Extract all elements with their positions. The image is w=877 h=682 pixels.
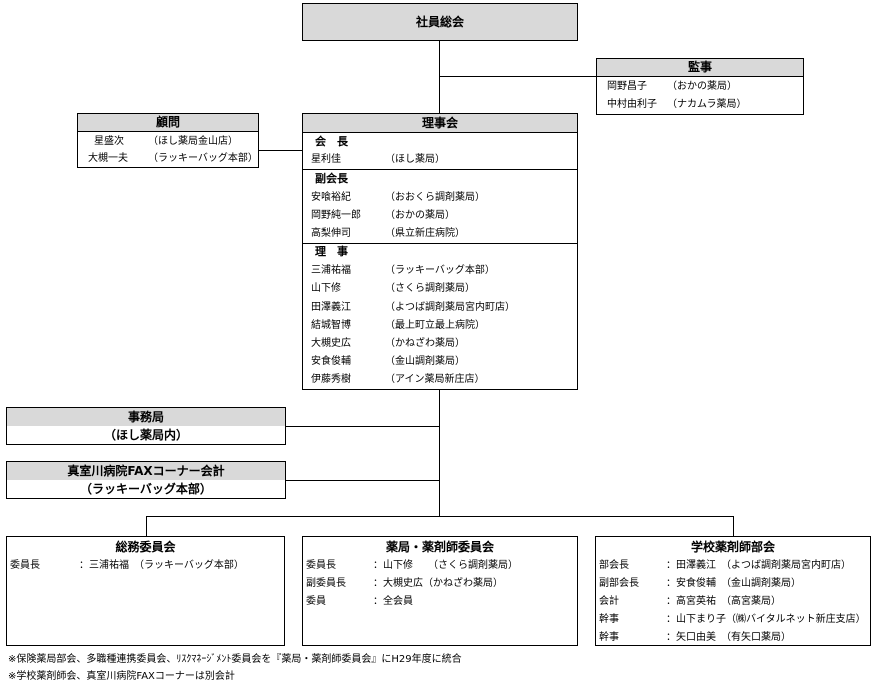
committee-role: 会計 [599, 596, 619, 607]
vice-president-name: 安喰裕紀 [311, 192, 351, 203]
committee-member: ：山下まり子（㈱バイタルネット新庄支店） [666, 614, 866, 625]
fax-accounting-title: 真室川病院FAXコーナー会計 [7, 462, 285, 480]
vice-president-name: 高梨伸司 [311, 228, 351, 239]
board-divider [303, 243, 577, 244]
committee-member: ：矢口由美 （有矢口薬局） [666, 632, 791, 643]
president-name: 星利佳 [311, 154, 341, 165]
general-assembly-box: 社員総会 [302, 3, 578, 41]
vice-president-org: （県立新庄病院） [385, 228, 465, 239]
connector-advisor-horizontal [258, 150, 302, 151]
footnote: ※保険薬局部会、多職種連携委員会、ﾘｽｸﾏﾈｰｼﾞﾒﾝﾄ委員会を『薬局・薬剤師委… [8, 654, 462, 665]
president-heading: 会 長 [315, 135, 348, 148]
committee-school-pharmacists: 学校薬剤師部会 部会長 ：田澤義江 （よつば調剤薬局宮内町店） 副部会長 ：安食… [595, 536, 871, 646]
director-name: 田澤義江 [311, 302, 351, 313]
committee-member: ：大槻史広（かねざわ薬局） [373, 578, 503, 589]
committee-general-affairs: 総務委員会 委員長 ：三浦祐福 （ラッキーバッグ本部） [6, 536, 285, 646]
committee-member: ：田澤義江 （よつば調剤薬局宮内町店） [666, 560, 851, 571]
connector-committees-horizontal [146, 516, 734, 517]
fax-accounting-subtitle: （ラッキーバッグ本部） [80, 482, 212, 496]
director-org: （かねざわ薬局） [385, 338, 465, 349]
committee-role: 委員長 [306, 560, 336, 571]
committee-role: 委員 [306, 596, 326, 607]
vice-president-org: （おかの薬局） [385, 210, 455, 221]
auditors-title: 監事 [597, 59, 803, 77]
director-name: 結城智博 [311, 320, 351, 331]
auditors-box: 監事 岡野昌子 （おかの薬局） 中村由利子 （ナカムラ薬局） [596, 58, 804, 115]
director-name: 伊藤秀樹 [311, 374, 351, 385]
auditor-org: （おかの薬局） [667, 81, 737, 92]
committee-title: 薬局・薬剤師委員会 [385, 540, 494, 554]
auditor-name: 中村由利子 [607, 99, 657, 110]
director-org: （さくら調剤薬局） [385, 283, 475, 294]
committee-title: 総務委員会 [115, 540, 176, 554]
secretariat-subtitle: （ほし薬局内） [103, 428, 188, 442]
director-name: 大槻史広 [311, 338, 351, 349]
advisor-name: 星盛次 [94, 136, 124, 147]
board-title: 理事会 [303, 114, 577, 133]
connector-committee-3 [733, 516, 734, 536]
connector-assembly-board [439, 41, 440, 114]
committee-role: 部会長 [599, 560, 629, 571]
director-org: （ラッキーバッグ本部） [385, 265, 495, 276]
committee-member: ：全会員 [373, 596, 413, 607]
committee-role: 委員長 [10, 560, 40, 571]
secretariat-box: 事務局 （ほし薬局内） [6, 407, 286, 445]
director-org: （アイン薬局新庄店） [385, 374, 485, 385]
director-name: 安食俊輔 [311, 356, 351, 367]
advisor-org: （ほし薬局金山店） [148, 136, 238, 147]
connector-board-down [439, 389, 440, 516]
committee-title: 学校薬剤師部会 [690, 540, 775, 554]
committee-member: ：高宮英祐 （高宮薬局） [666, 596, 781, 607]
committee-member: ：安食俊輔 （金山調剤薬局） [666, 578, 801, 589]
vice-president-heading: 副会長 [315, 172, 348, 185]
auditor-name: 岡野昌子 [607, 81, 647, 92]
auditor-org: （ナカムラ薬局） [667, 99, 747, 110]
connector-auditor-horizontal [439, 76, 596, 77]
fax-accounting-box: 真室川病院FAXコーナー会計 （ラッキーバッグ本部） [6, 461, 286, 499]
committee-role: 幹事 [599, 614, 619, 625]
committee-role: 幹事 [599, 632, 619, 643]
vice-president-org: （おおくら調剤薬局） [385, 192, 485, 203]
advisors-box: 顧問 星盛次 （ほし薬局金山店） 大槻一夫 （ラッキーバッグ本部） [77, 113, 259, 168]
directors-heading: 理 事 [315, 245, 348, 258]
director-name: 三浦祐福 [311, 265, 351, 276]
director-org: （金山調剤薬局） [385, 356, 465, 367]
advisor-name: 大槻一夫 [88, 153, 128, 164]
secretariat-title: 事務局 [7, 408, 285, 426]
director-org: （よつば調剤薬局宮内町店） [385, 302, 515, 313]
connector-fax-horizontal [286, 480, 440, 481]
advisor-org: （ラッキーバッグ本部） [148, 153, 258, 164]
director-name: 山下修 [311, 283, 341, 294]
advisors-title: 顧問 [78, 114, 258, 132]
footnote: ※学校薬剤師会、真室川病院FAXコーナーは別会計 [8, 671, 235, 682]
committee-member: ：三浦祐福 （ラッキーバッグ本部） [79, 560, 244, 571]
general-assembly-title: 社員総会 [415, 15, 464, 29]
board-box: 理事会 会 長 星利佳 （ほし薬局） 副会長 安喰裕紀 （おおくら調剤薬局） 岡… [302, 113, 578, 390]
board-divider [303, 169, 577, 170]
vice-president-name: 岡野純一郎 [311, 210, 361, 221]
committee-member: ：山下修 （さくら調剤薬局） [373, 560, 518, 571]
committee-role: 副部会長 [599, 578, 639, 589]
connector-committee-1 [146, 516, 147, 536]
president-org: （ほし薬局） [385, 154, 445, 165]
connector-secretariat-horizontal [286, 426, 440, 427]
committee-pharmacy: 薬局・薬剤師委員会 委員長 ：山下修 （さくら調剤薬局） 副委員長 ：大槻史広（… [302, 536, 578, 646]
committee-role: 副委員長 [306, 578, 346, 589]
director-org: （最上町立最上病院） [385, 320, 485, 331]
